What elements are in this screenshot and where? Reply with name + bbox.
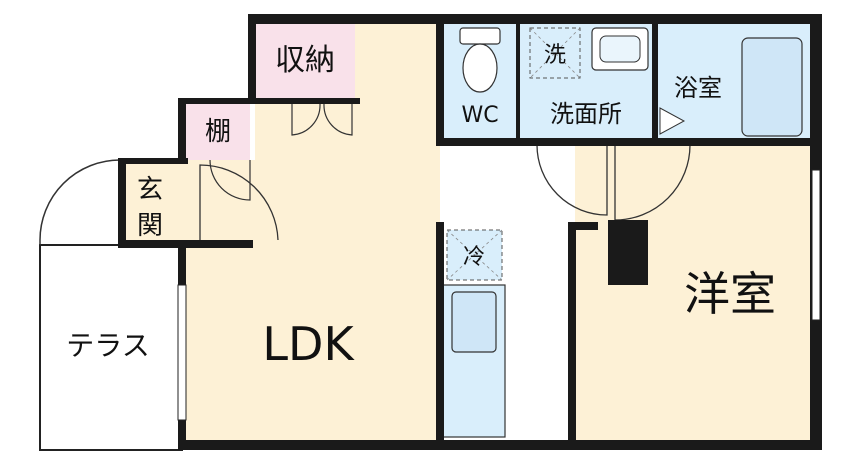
ldk-floor [185,20,440,440]
western-door-swing [614,144,691,221]
washroom-label: 洗面所 [550,100,622,128]
fridge-label: 冷 [463,245,485,270]
washer-label: 洗 [544,43,566,68]
storage-door-left [291,103,321,136]
kitchen-sink [451,291,497,353]
entrance-label-2: 関 [137,211,163,241]
terrace-area [39,244,183,451]
wash-basin-bowl [599,35,641,63]
shelf-floor [185,102,250,160]
washer-space [529,27,581,79]
toilet-tank [459,27,501,45]
entrance-label-1: 玄 [137,175,163,205]
entrance-door-swing [199,164,279,241]
washroom-door-swing [536,144,608,216]
terrace-door-swing [39,159,121,245]
storage-door-right [323,103,353,136]
bathtub [741,37,803,137]
storage-floor [255,20,355,100]
storage-label: 収納 [275,43,335,78]
ldk-window [177,284,187,421]
fridge-cross-b [446,229,503,281]
wc-label: WC [461,103,498,128]
ldk-label: LDK [262,317,355,371]
terrace-label: テラス [66,329,149,362]
bathroom-door-marker [659,107,686,135]
western-room-label: 洋室 [684,267,776,321]
shelf-door-swing [209,159,251,201]
entrance-floor [120,160,250,245]
shelf-label: 棚 [205,117,231,147]
western-window [811,169,821,321]
bathroom-label: 浴室 [674,74,722,102]
toilet-bowl [462,43,498,93]
